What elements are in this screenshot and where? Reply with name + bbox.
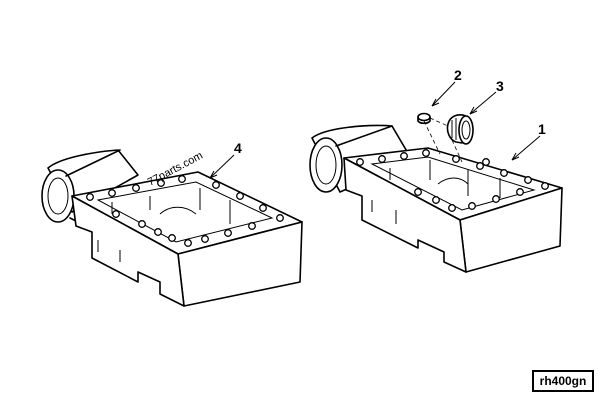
housing-assembly-left	[41, 149, 303, 307]
cap-part	[446, 114, 474, 145]
callout-1: 1	[538, 121, 546, 137]
leader-line-2	[431, 81, 456, 107]
assembly-line-plug	[423, 120, 441, 155]
callout-2: 2	[454, 67, 462, 83]
assembly-line-between	[429, 117, 449, 127]
leader-line-3-arrow	[469, 106, 478, 115]
reference-code-label: rh400gn	[532, 370, 594, 392]
callout-4: 4	[234, 140, 242, 156]
leader-line-1-arrow	[511, 152, 520, 161]
plug-part	[417, 112, 431, 125]
leader-line-4-arrow	[209, 170, 218, 179]
leader-line-4	[209, 154, 235, 179]
callout-3: 3	[496, 78, 504, 94]
leader-line-2-arrow	[431, 98, 440, 107]
housing-assembly-right	[309, 124, 563, 273]
leader-line-3	[469, 91, 497, 115]
leader-line-1	[511, 135, 541, 161]
